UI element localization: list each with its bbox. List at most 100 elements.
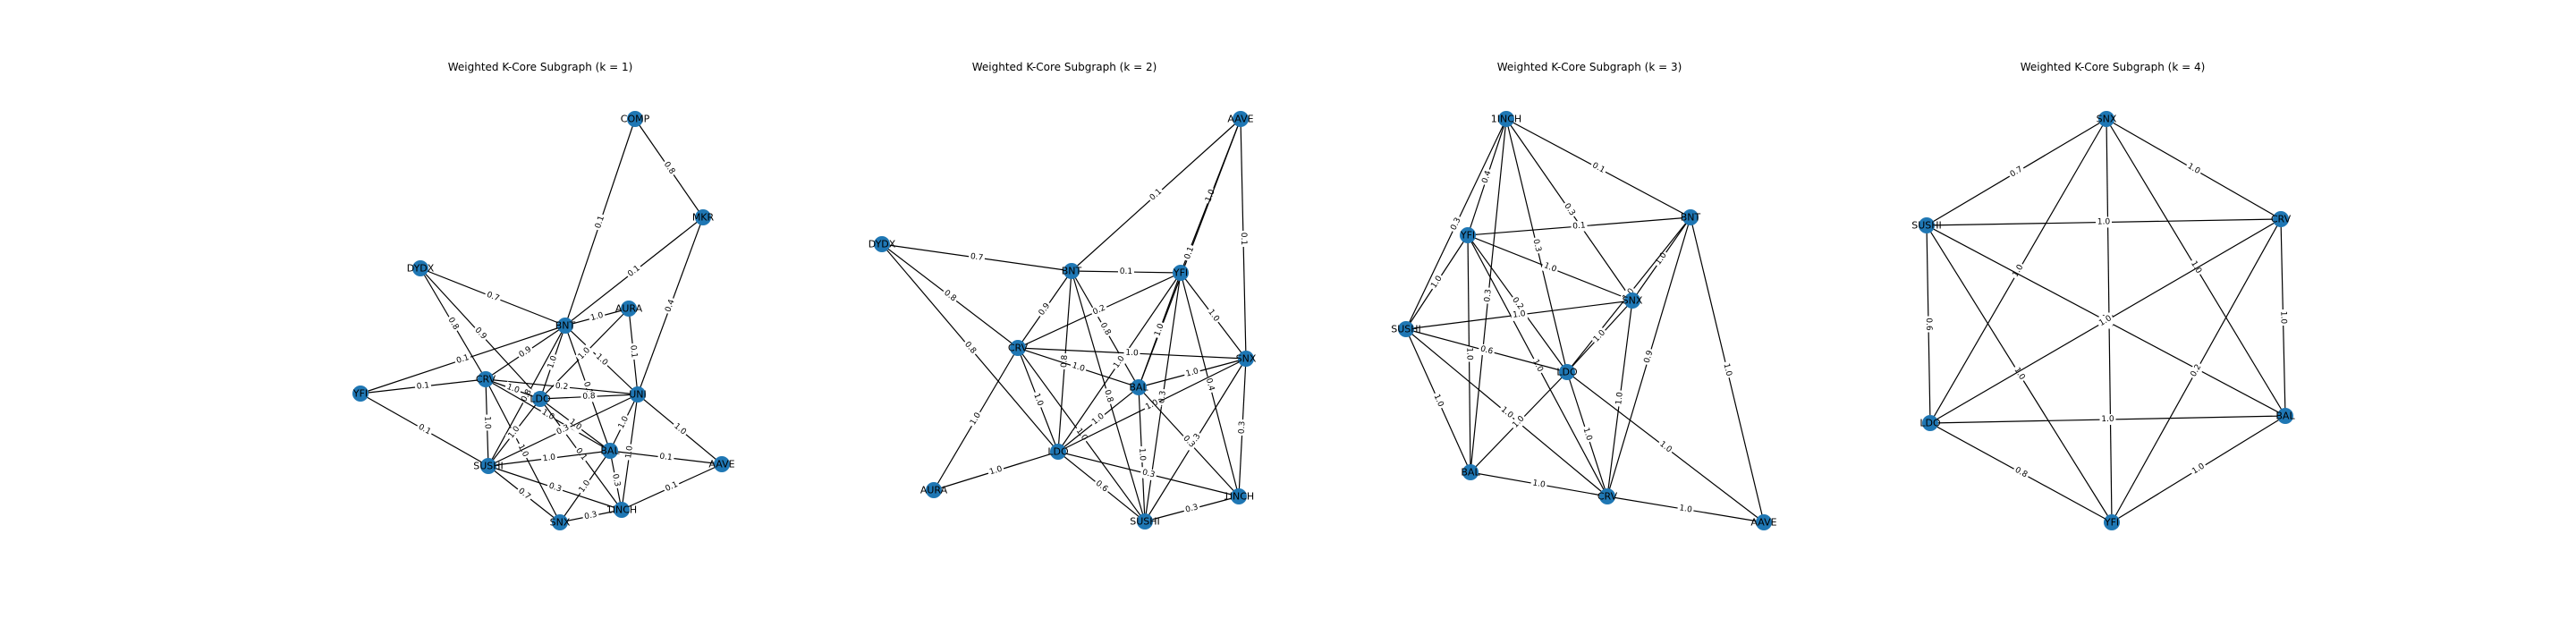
edge-weight-label: 0.8: [961, 338, 979, 358]
node-ldo: [532, 391, 548, 407]
edge-weight-label: 1.0: [1142, 396, 1162, 414]
edge-weight-text: 1.0: [1614, 392, 1625, 406]
edge-weight-label-bg: [1530, 236, 1544, 255]
edge-weight-text: 1.0: [1137, 448, 1147, 462]
edge-weight-label: 1.0: [1089, 410, 1108, 429]
node-label-crv: CRV: [1008, 343, 1029, 354]
node-sushi: [1919, 217, 1935, 233]
edge-weight-text: 0.1: [1183, 246, 1196, 261]
node-aura: [926, 482, 942, 498]
edge-weight-label-bg: [1540, 259, 1560, 276]
edge-weight-label-bg: [1571, 220, 1588, 233]
edge-weight-label-bg: [574, 343, 595, 364]
edge-weight-label: 0.4: [1479, 167, 1496, 187]
edge-weight-label: 1.0: [1202, 186, 1219, 206]
edge-weight-text: 1.0: [988, 465, 1004, 478]
edge-weight-text: 1.0: [482, 416, 491, 429]
edge-weight-label: 1.0: [1030, 390, 1046, 410]
edge-weight-label-bg: [1089, 301, 1109, 319]
edge-weight-label: 1.0: [545, 352, 561, 372]
node-aura: [621, 301, 637, 317]
edge-weight-label-bg: [515, 343, 536, 362]
edge-weight-label: 1.0: [623, 443, 637, 462]
edge-weight-label: 1.0: [615, 412, 632, 433]
edge-weight-label-bg: [987, 463, 1005, 479]
edge-weight-text: 0.1: [628, 344, 638, 358]
edge-weight-text: 1.0: [1513, 309, 1527, 320]
edge-weight-text: 1.0: [1031, 393, 1045, 408]
edge-weight-label: 0.7: [968, 250, 986, 265]
edge-weight-label-bg: [2099, 413, 2116, 426]
edge-weight-label: 0.7: [514, 485, 534, 504]
edge-weight-label: 0.8: [580, 391, 597, 402]
edge-weight-label: 0.8: [659, 158, 679, 178]
edge-weight-label-bg: [1676, 503, 1695, 516]
edge-weight-label: 1.0: [2189, 460, 2208, 479]
edge-weight-label: 0.3: [546, 479, 564, 496]
edge-weight-label: 0.1: [1589, 159, 1608, 177]
node-label-aave: AAVE: [1750, 517, 1776, 529]
edge-weight-label-bg: [1202, 375, 1217, 394]
edge-weight-label: 0.2: [1508, 293, 1527, 314]
edge-weight-label-bg: [1089, 410, 1108, 429]
edge-weight-label: 0.1: [657, 451, 675, 464]
edge-weight-label: 1.0: [2187, 258, 2205, 277]
edge-weight-label-bg: [662, 479, 682, 496]
edge-weight-label-bg: [961, 338, 979, 358]
edge-weight-label: 1.0: [1496, 403, 1517, 422]
node-1inch: [614, 502, 630, 518]
edge-weight-label-bg: [1179, 432, 1199, 452]
node-label-snx: SNX: [550, 517, 571, 529]
edge-weight-label: 1.0: [1529, 356, 1546, 376]
edge-weight-label-bg: [1035, 300, 1055, 319]
edge-weight-label: 1.0: [1463, 345, 1475, 362]
edge-weight-label-bg: [1479, 167, 1496, 187]
edge-weight-label: 1.0: [540, 452, 558, 465]
edge-weight-text: 1.0: [589, 311, 605, 323]
edge-weight-label: 1.0: [1151, 320, 1168, 340]
edge-weight-label: 0.4: [662, 296, 679, 316]
edge-weight-label: 0.6: [1091, 477, 1112, 496]
edge-weight-label: 0.3: [1182, 501, 1201, 517]
edge-weight-text: 0.3: [1238, 421, 1248, 435]
edge-weight-label-bg: [1069, 360, 1088, 376]
edge-weight-label: 0.3: [1530, 236, 1544, 255]
edge-weight-text: 0.3: [547, 482, 563, 495]
edge-weight-text: 0.3: [1141, 468, 1156, 479]
edge-weight-label-bg: [1922, 316, 1935, 333]
node-aave: [1233, 111, 1249, 127]
node-label-aave: AAVE: [1227, 114, 1253, 125]
edge-weight-label-bg: [1123, 347, 1140, 360]
node-label-ldo: LDO: [1556, 367, 1578, 378]
edge-weight-label: 0.1: [414, 420, 435, 439]
node-label-mkr: MKR: [692, 212, 715, 224]
edge-weight-label-bg: [481, 414, 493, 431]
node-mkr: [695, 209, 711, 225]
node-label-crv: CRV: [476, 374, 496, 386]
panel-title: Weighted K-Core Subgraph (k = 2): [972, 61, 1157, 73]
node-label-yfi: YFI: [1173, 267, 1188, 279]
edge-weight-text: 1.0: [547, 354, 559, 369]
edge-weight-label: 1.0: [2277, 309, 2289, 326]
edge-weight-label-bg: [538, 406, 558, 424]
edge-weight-text: 1.0: [1679, 504, 1693, 514]
edge-weight-text: 1.0: [1153, 322, 1165, 337]
node-label-1inch: 1INCH: [606, 504, 637, 516]
edge-weight-label: 1.0: [987, 463, 1005, 479]
edge-weight-label: 1.0: [588, 309, 606, 325]
edge-weight-label-bg: [1204, 306, 1223, 326]
edge-weight-label-bg: [1428, 272, 1446, 292]
edge-weight-label: 0.2: [553, 380, 571, 394]
node-snx: [1624, 292, 1640, 309]
edge-weight-label: 1.0: [2183, 160, 2204, 178]
edge-weight-label-bg: [553, 380, 571, 394]
node-label-comp: COMP: [621, 114, 650, 125]
edge-weight-label: 1.0: [514, 441, 531, 461]
edge-weight-text: 0.3: [583, 511, 597, 522]
edge-weight-text: 1.0: [542, 453, 556, 464]
edge-weight-text: 0.8: [1060, 354, 1070, 368]
edge-weight-label-bg: [545, 352, 561, 372]
edge-weight-label-bg: [580, 391, 597, 402]
edge-weight-label: 1.0: [1720, 360, 1734, 379]
